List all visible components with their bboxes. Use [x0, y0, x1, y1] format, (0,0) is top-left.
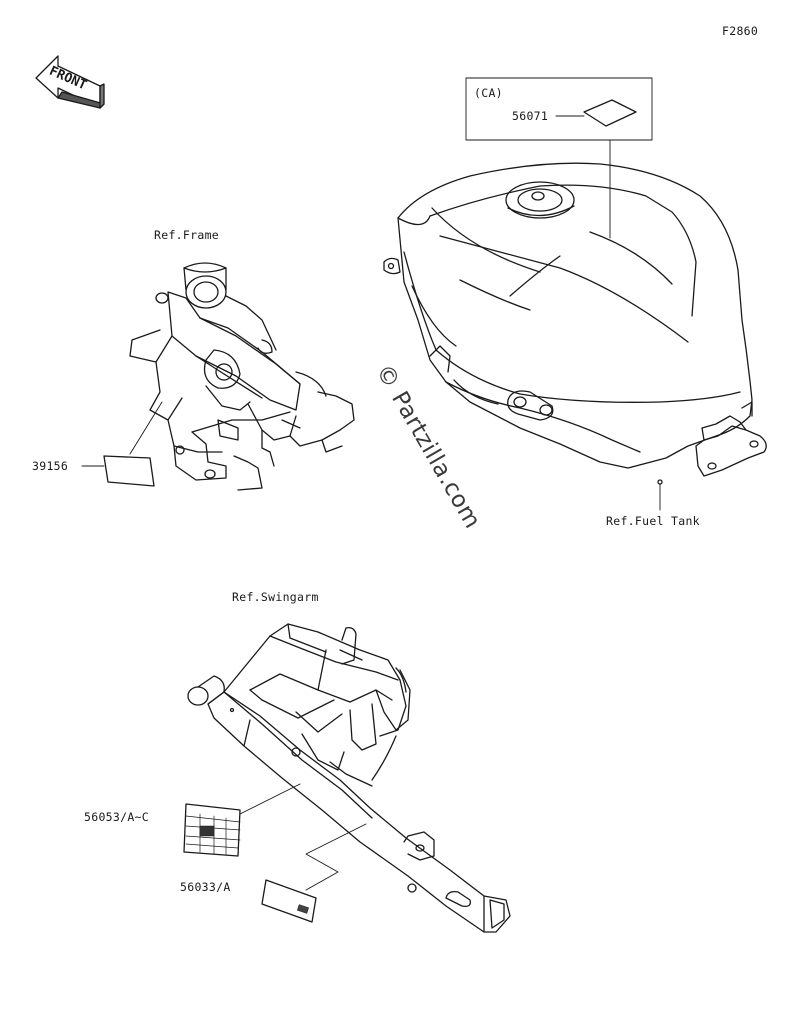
- ref-fuel-tank-label: Ref.Fuel Tank: [606, 514, 700, 528]
- part-number-56071[interactable]: 56071: [512, 109, 549, 123]
- ca-region-label: (CA): [474, 86, 503, 100]
- part-39156[interactable]: [81, 401, 163, 487]
- part-number-39156[interactable]: 39156: [32, 459, 69, 473]
- part-56071[interactable]: [555, 99, 637, 239]
- ca-region-box: [465, 77, 653, 141]
- part-56033[interactable]: [261, 823, 367, 923]
- ref-swingarm-label: Ref.Swingarm: [232, 590, 319, 604]
- part-number-56033[interactable]: 56033/A: [180, 880, 231, 894]
- swingarm-drawing: [187, 623, 511, 933]
- frame-drawing: [129, 262, 355, 491]
- part-56053[interactable]: [183, 783, 301, 857]
- figure-id: F2860: [722, 24, 759, 38]
- part-number-56053[interactable]: 56053/A~C: [84, 810, 150, 824]
- ref-frame-label: Ref.Frame: [154, 228, 220, 242]
- front-direction-arrow-icon: FRONT: [35, 55, 105, 109]
- fuel-tank-drawing: [383, 162, 767, 485]
